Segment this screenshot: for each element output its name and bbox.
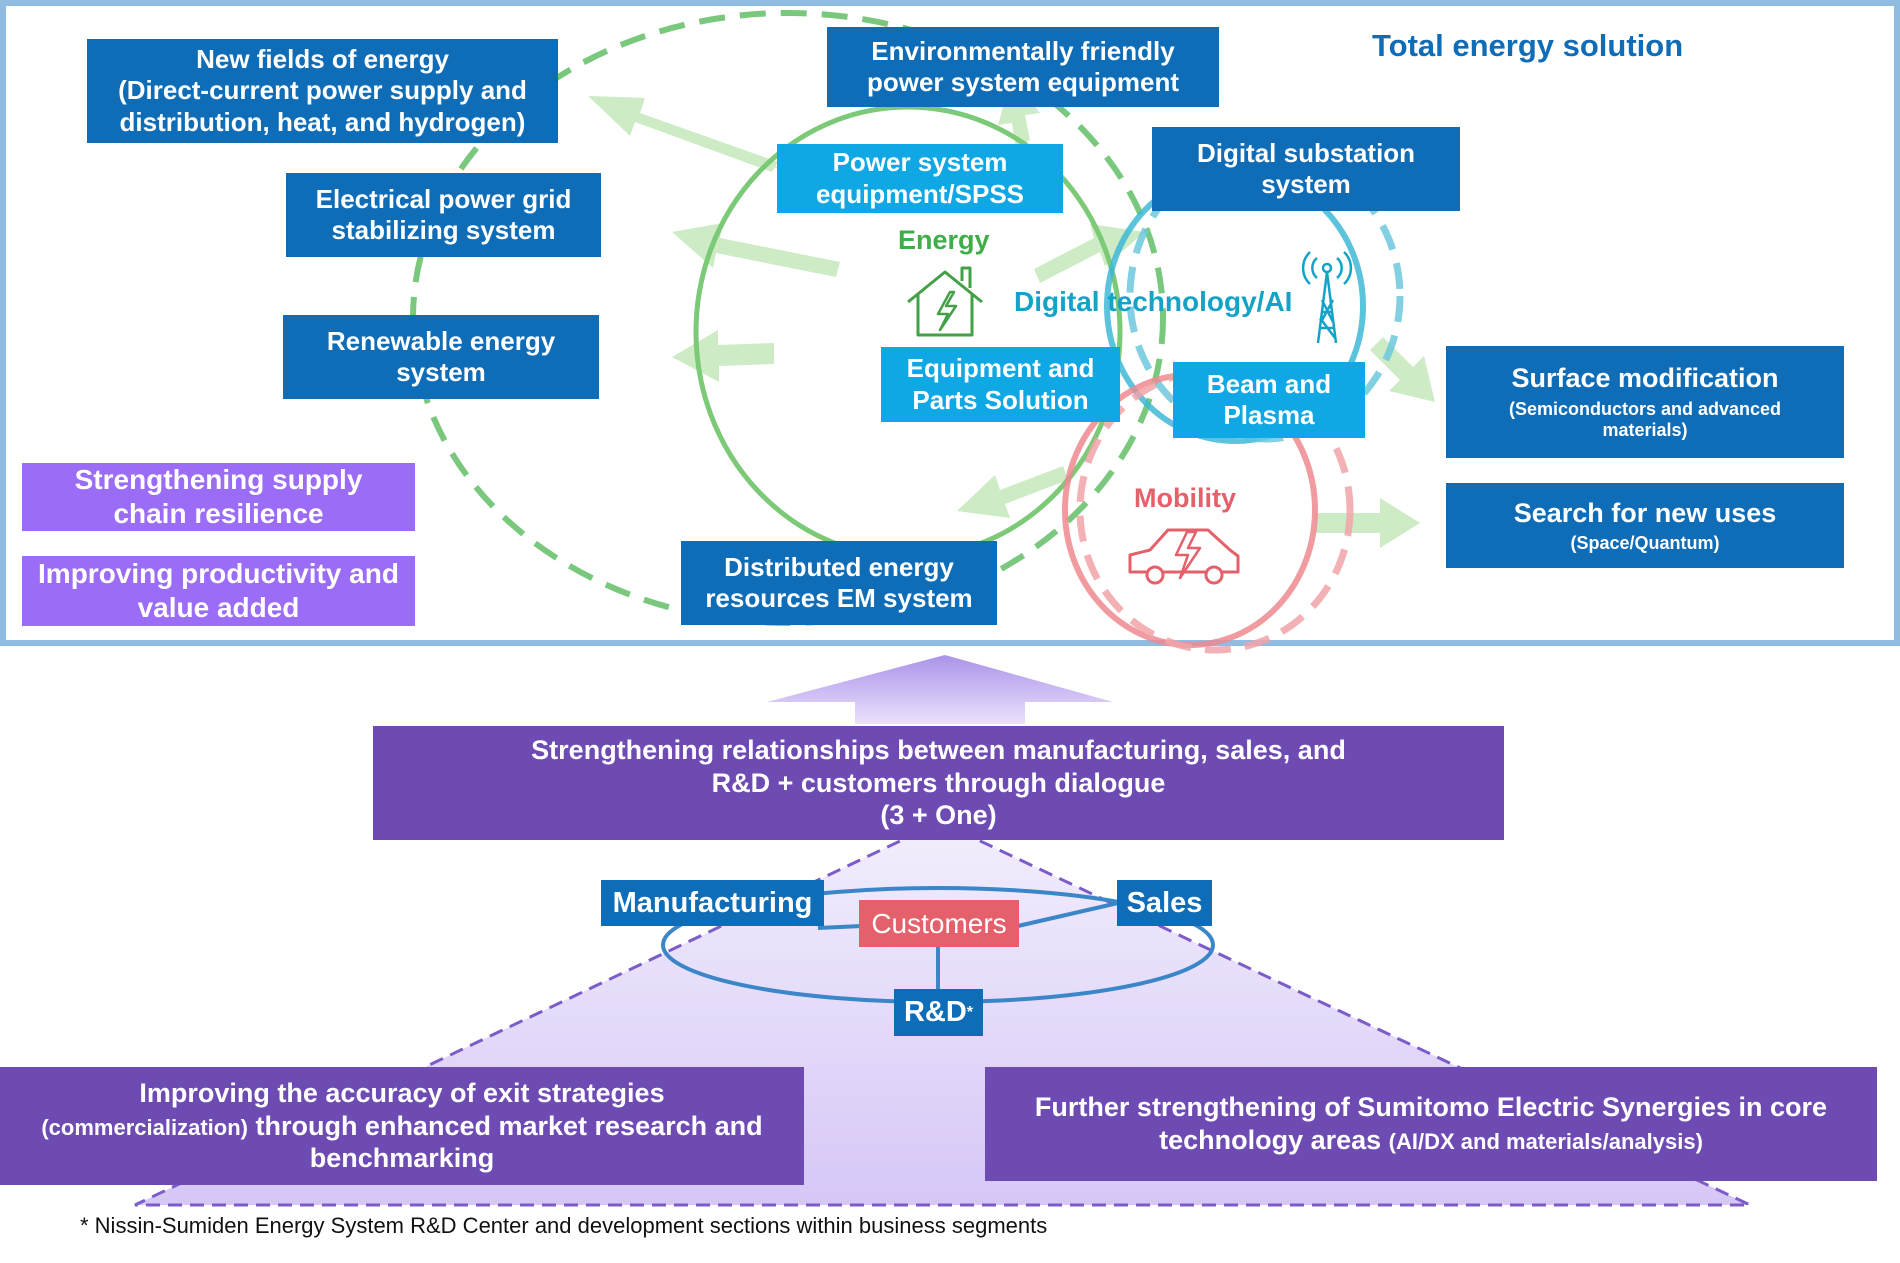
relationship-banner: Strengthening relationships between manu… [373, 726, 1504, 840]
env-friendly-line2: power system equipment [866, 67, 1180, 97]
new-fields-line3: distribution, heat, and hydrogen) [119, 106, 526, 137]
box-new-fields: New fields of energy (Direct-current pow… [87, 39, 558, 143]
node-customers: Customers [859, 900, 1019, 947]
box-power-system-spss: Power system equipment/SPSS [777, 144, 1063, 213]
up-arrow [767, 655, 1113, 724]
beam-plasma-line2: Plasma [1223, 400, 1315, 430]
box-equipment-parts: Equipment and Parts Solution [881, 347, 1120, 422]
synergies-line2-main: technology areas [1159, 1125, 1389, 1155]
box-env-friendly: Environmentally friendly power system eq… [827, 27, 1219, 107]
rd-label: R&D [903, 996, 967, 1028]
grid-stabilizing-line1: Electrical power grid [315, 183, 572, 214]
box-surface-modification: Surface modification (Semiconductors and… [1446, 346, 1844, 458]
productivity-line2: value added [137, 592, 300, 623]
power-system-line1: Power system [832, 147, 1008, 178]
equipment-parts-line1: Equipment and [906, 353, 1095, 384]
rd-footnote-mark: * [966, 1003, 974, 1021]
surface-mod-line3: materials) [1602, 420, 1688, 441]
exit-line2-rest: through enhanced market research and [247, 1110, 763, 1141]
footnote: * Nissin-Sumiden Energy System R&D Cente… [80, 1213, 1048, 1238]
mobility-label: Mobility [1134, 483, 1236, 513]
new-uses-line1: Search for new uses [1513, 497, 1777, 528]
solution-frame [0, 0, 1900, 646]
distributed-line1: Distributed energy [724, 551, 954, 582]
relationship-line3: (3 + One) [880, 800, 997, 831]
node-manufacturing: Manufacturing [601, 880, 824, 926]
distributed-line2: resources EM system [705, 583, 973, 613]
synergies-line1: Further strengthening of Sumitomo Electr… [1034, 1092, 1828, 1123]
box-new-uses: Search for new uses (Space/Quantum) [1446, 483, 1844, 568]
supply-chain-line1: Strengthening supply [74, 464, 363, 496]
house-icon [907, 266, 983, 337]
total-energy-solution-title: Total energy solution [1372, 28, 1684, 63]
exit-line2-small: (commercialization) [41, 1114, 248, 1140]
synergies-line2-small: (AI/DX and materials/analysis) [1388, 1129, 1703, 1154]
surface-mod-line2: (Semiconductors and advanced [1508, 398, 1782, 419]
productivity-line1: Improving productivity and [38, 558, 399, 590]
new-fields-line2: (Direct-current power supply and [118, 75, 527, 106]
surface-mod-line1: Surface modification [1511, 363, 1779, 394]
node-rd: R&D* [894, 989, 983, 1036]
exit-line1: Improving the accuracy of exit strategie… [139, 1077, 665, 1108]
equipment-parts-line2: Parts Solution [912, 384, 1089, 415]
car-icon [1128, 528, 1240, 585]
box-productivity: Improving productivity and value added [22, 556, 415, 626]
box-digital-substation: Digital substation system [1152, 127, 1460, 211]
new-uses-line2: (Space/Quantum) [1570, 532, 1720, 553]
digital-technology-label: Digital technology/AI [1014, 286, 1293, 317]
renewable-line1: Renewable energy [326, 325, 556, 356]
node-sales: Sales [1117, 880, 1212, 926]
box-distributed: Distributed energy resources EM system [681, 541, 997, 625]
relationship-line2: R&D + customers through dialogue [711, 767, 1166, 798]
box-supply-chain: Strengthening supply chain resilience [22, 463, 415, 531]
antenna-icon [1301, 251, 1353, 344]
box-exit-strategies: Improving the accuracy of exit strategie… [0, 1067, 804, 1185]
box-grid-stabilizing: Electrical power grid stabilizing system [286, 173, 601, 257]
supply-chain-line2: chain resilience [113, 498, 324, 529]
energy-label: Energy [898, 225, 990, 255]
new-fields-line1: New fields of energy [196, 44, 449, 75]
renewable-line2: system [396, 357, 486, 387]
box-renewable: Renewable energy system [283, 315, 599, 399]
box-beam-plasma: Beam and Plasma [1173, 362, 1365, 438]
digital-substation-line1: Digital substation [1196, 137, 1416, 168]
link-customers-sales [1017, 901, 1119, 928]
exit-line3: benchmarking [309, 1143, 495, 1174]
digital-substation-line2: system [1261, 169, 1351, 199]
link-manufacturing-customers [817, 924, 863, 930]
env-friendly-line1: Environmentally friendly [871, 35, 1175, 66]
power-system-line2: equipment/SPSS [815, 178, 1025, 209]
relationship-line1: Strengthening relationships between manu… [531, 734, 1346, 765]
box-sumitomo-synergies: Further strengthening of Sumitomo Electr… [985, 1067, 1877, 1181]
grid-stabilizing-line2: stabilizing system [331, 215, 556, 245]
beam-plasma-line1: Beam and [1206, 368, 1332, 399]
